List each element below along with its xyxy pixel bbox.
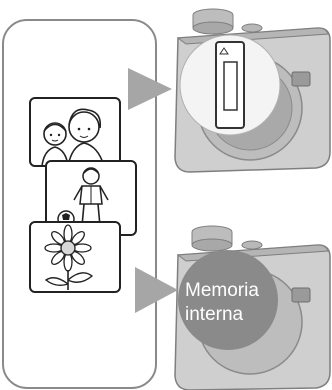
internal-memory-label-line2: interna	[185, 304, 244, 325]
internal-memory-circle	[178, 250, 278, 350]
soccer-player-photo-icon	[45, 160, 137, 236]
children-photo-icon	[29, 97, 121, 167]
bottom-camera: Memoria interna	[174, 225, 331, 390]
viewfinder-window	[291, 71, 311, 87]
arrow-to-card	[128, 68, 172, 110]
arrow-to-internal-memory	[135, 267, 178, 313]
memory-card-icon	[215, 41, 245, 129]
flower-photo-icon	[29, 221, 121, 293]
top-camera	[174, 8, 331, 173]
internal-memory-label-line1: Memoria	[185, 280, 259, 301]
viewfinder-window	[291, 287, 311, 303]
